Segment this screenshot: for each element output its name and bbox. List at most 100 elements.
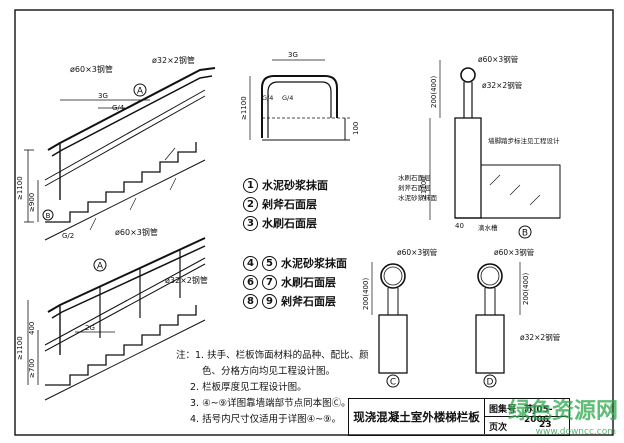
atlas-label: 图集号 [489, 405, 517, 415]
label-1100-bottom: ≥1100 [16, 336, 24, 360]
callout-A-top-label: A [137, 87, 144, 97]
stair-slab-bottom [44, 319, 206, 401]
parapet-bottom-top [44, 257, 206, 346]
label-G2-top: G/2 [62, 232, 74, 240]
legend-num-2: 2 [243, 196, 258, 212]
notes-block: 注：1. 扶手、栏板饰面材料的品种、配比、颜 色、分格方向均见工程设计图。 2.… [176, 348, 386, 428]
svg-text:B: B [46, 212, 51, 220]
callout-A-top [133, 83, 147, 97]
atlas-number: 苏J05-2006 [524, 405, 553, 425]
watermark-url: www.downcc.com [535, 427, 616, 437]
label-900-top: ≥900 [28, 193, 36, 212]
label-pipe60-C: ø60×3钢管 [397, 247, 438, 257]
label-pipe32-B: ø32×2钢管 [482, 80, 523, 90]
stair-elevation-bottom [27, 237, 206, 401]
legend-num-4: 4 [243, 255, 258, 271]
watermark-text: 绿色资源网 [507, 399, 618, 424]
page-number: 23 [539, 420, 552, 430]
label-700-bottom: ≥700 [28, 359, 36, 378]
label-pipe32-top: ø32×2钢管 [152, 55, 195, 65]
label-3G-top: 3G [98, 92, 108, 100]
legend-item-6: 8 9 剁斧石面层 [243, 293, 336, 309]
stair-steps-bottom [45, 305, 197, 386]
title-block: 现浇混凝土室外楼梯栏板 图集号 苏J05-2006 页次 23 [348, 398, 570, 436]
note-row-3: 2. 栏板厚度见工程设计图。 [190, 382, 307, 393]
callout-A-bottom [93, 258, 107, 272]
label-pipe60-D: ø60×3钢管 [494, 247, 535, 257]
callout-B-top [42, 209, 54, 221]
label-pipe60-bottom: ø60×3钢管 [115, 227, 158, 237]
rail-end-detail [249, 59, 350, 141]
stair-steps [45, 142, 197, 223]
legend-item-2: 2 剁斧石面层 [243, 196, 317, 212]
label-200400-D: 200(400) [522, 273, 530, 305]
callout-D [483, 374, 497, 388]
label-1100-detail: ≥1100 [240, 96, 248, 120]
callout-B-section-label: B [522, 229, 528, 239]
legend-text-5: 水刷石面层 [281, 276, 336, 289]
legend-num-6: 6 [243, 274, 258, 290]
legend-item-3: 3 水刷石面层 [243, 215, 317, 231]
note-row-5: 4. 括号内尺寸仅适用于详图④~⑨。 [190, 414, 342, 425]
parapet-bottom-inner [44, 263, 206, 352]
label-100-detail: 100 [352, 122, 360, 135]
page-label: 页次 [489, 423, 508, 433]
legend-num-3: 3 [243, 215, 258, 231]
label-2G-bottom: 2G [85, 324, 95, 332]
label-40-B: 40 [455, 222, 464, 230]
label-pipe60-B: ø60×3钢管 [478, 54, 519, 64]
label-G4-top: G/4 [112, 104, 125, 112]
label-1100-B: ≥1100 [420, 176, 428, 200]
label-400-bottom: 400 [28, 322, 36, 335]
note-row-4: 3. ④~⑨详图靠墙端部节点同本图Ⓒ。 [190, 398, 351, 409]
legend-num-5: 5 [262, 255, 277, 271]
section-C [371, 262, 408, 374]
note-row-2: 色、分格方向均见工程设计图。 [202, 366, 336, 377]
drawing-title: 现浇混凝土室外楼梯栏板 [349, 399, 485, 434]
section-B [429, 60, 561, 220]
callout-B-section [518, 225, 532, 239]
legend-text-2: 剁斧石面层 [262, 198, 317, 211]
callout-C [386, 374, 400, 388]
drawing-border [14, 9, 614, 436]
label-pipe32-bottom: ø32×2钢管 [165, 275, 208, 285]
label-pipe32-D: ø32×2钢管 [520, 332, 561, 342]
legend-item-4: 4 5 水泥砂浆抹面 [243, 255, 347, 271]
label-200400-C: 200(400) [362, 278, 370, 310]
label-1100-top: ≥1100 [16, 176, 24, 200]
label-G4-detail-2: G/4 [282, 94, 293, 102]
label-coat2: 剁斧石面层 [398, 183, 431, 192]
parapet-top-line [44, 89, 206, 181]
label-coat1: 水刷石面层 [398, 173, 431, 182]
label-coat3: 水泥砂浆抹面 [398, 193, 438, 202]
callout-A-bottom-label: A [97, 262, 104, 272]
legend-item-1: 1 水泥砂浆抹面 [243, 177, 328, 193]
note-prefix: 注： [176, 350, 196, 361]
parapet-inner-line [44, 95, 206, 187]
label-drip: 滴水槽 [478, 223, 498, 232]
legend-text-6: 剁斧石面层 [281, 295, 336, 308]
legend-num-8: 8 [243, 293, 258, 309]
section-D [475, 262, 521, 374]
handrail-32 [51, 75, 213, 157]
label-G4-detail-1: G/4 [262, 94, 273, 102]
label-wall-note: 墙脚踏步标注见工程设计 [488, 136, 560, 145]
label-pipe60-top: ø60×3钢管 [70, 64, 113, 74]
handrail-60 [47, 67, 216, 151]
label-3G-detail: 3G [288, 51, 298, 59]
callout-D-label: D [487, 378, 494, 388]
legend-num-1: 1 [243, 177, 258, 193]
legend-num-7: 7 [262, 274, 277, 290]
stair-slab [44, 159, 206, 241]
handrail-32-bottom [51, 245, 206, 319]
stair-elevation-top [24, 67, 216, 241]
legend-item-5: 6 7 水刷石面层 [243, 274, 336, 290]
legend-num-9: 9 [262, 293, 277, 309]
label-200400-B: 200(400) [430, 76, 438, 108]
legend-text-4: 水泥砂浆抹面 [281, 257, 347, 270]
callout-C-label: C [390, 378, 396, 388]
legend-text-1: 水泥砂浆抹面 [262, 179, 328, 192]
note-row-1: 注：1. 扶手、栏板饰面材料的品种、配比、颜 [176, 350, 369, 361]
